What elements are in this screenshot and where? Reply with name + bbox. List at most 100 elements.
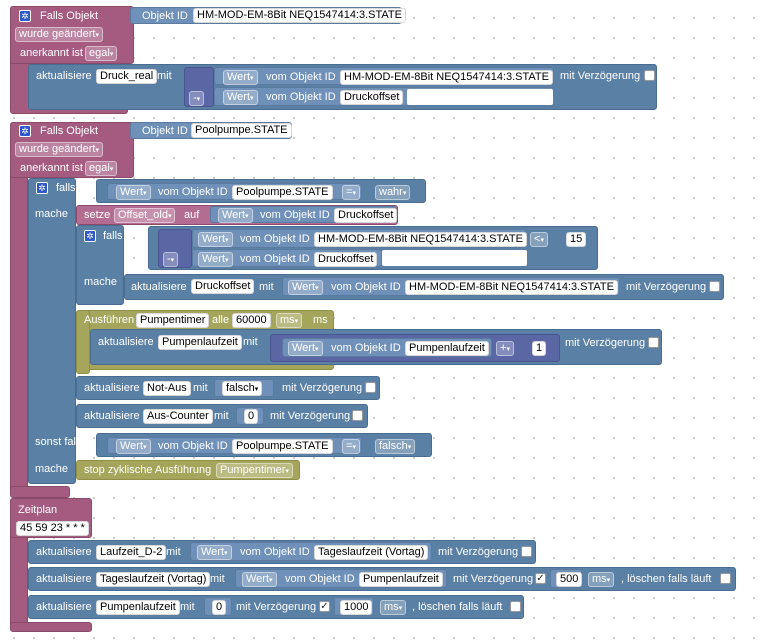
checkbox-icon[interactable]	[365, 382, 376, 393]
dropdown-label: =	[346, 440, 353, 452]
mit-verzoegerung-label: mit Verzögerung	[453, 573, 534, 585]
variable-not-aus[interactable]: Not-Aus	[143, 381, 191, 396]
aktualisiere-aus-counter-block[interactable]	[76, 404, 368, 428]
stop-interval-block[interactable]	[76, 460, 300, 480]
variable-druckoffset[interactable]: Druckoffset	[191, 279, 255, 294]
object-id-value[interactable]: Poolpumpe.STATE	[191, 123, 292, 138]
dropdown-label: Wert	[222, 209, 246, 221]
vom-objekt-id-label: vom Objekt ID	[158, 440, 228, 452]
wert-dropdown[interactable]: Wert▾	[218, 208, 253, 223]
object-id-value[interactable]: Druckoffset	[314, 252, 378, 267]
wert-dropdown[interactable]: Wert▾	[223, 70, 258, 85]
object-id-value[interactable]: Tageslaufzeit (Vortag)	[314, 545, 429, 560]
anerkannt-dropdown[interactable]: egal▾	[85, 161, 118, 176]
wert-dropdown[interactable]: Wert▾	[116, 439, 151, 454]
dropdown-label: egal	[89, 47, 110, 59]
object-id-value[interactable]: Pumpenlaufzeit	[405, 341, 489, 356]
wahr-dropdown[interactable]: wahr▾	[375, 185, 411, 200]
dropdown-arrow-icon: ▾	[196, 96, 201, 103]
unit-ms-dropdown[interactable]: ms▾	[588, 572, 615, 587]
checkbox-icon[interactable]	[352, 410, 363, 421]
dropdown-arrow-icon: ▾	[285, 468, 289, 475]
delay-1000-field[interactable]: 1000	[340, 600, 373, 615]
wurde-geaendert-dropdown[interactable]: wurde geändert▾	[15, 27, 103, 42]
operator-minus-dropdown[interactable]: -▾	[163, 252, 179, 267]
checkbox-icon[interactable]	[510, 601, 521, 612]
interval-field[interactable]: 60000	[232, 313, 271, 328]
unit-ms-dropdown[interactable]: ms▾	[276, 313, 303, 328]
mit-label: mit	[166, 546, 181, 558]
operator-eq-dropdown[interactable]: =▾	[342, 185, 360, 200]
if-block-inner[interactable]	[76, 225, 124, 305]
object-id-value[interactable]: Poolpumpe.STATE	[232, 185, 333, 200]
wert-dropdown[interactable]: Wert▾	[198, 252, 233, 267]
timer-name-field[interactable]: Pumpentimer	[136, 313, 210, 328]
empty-slot[interactable]	[407, 89, 553, 105]
delay-500-field[interactable]: 500	[556, 572, 583, 587]
checkbox-icon[interactable]	[521, 546, 532, 557]
anerkannt-dropdown[interactable]: egal▾	[85, 46, 118, 61]
unit-ms-dropdown[interactable]: ms▾	[380, 600, 407, 615]
timer-select-dropdown[interactable]: Pumpentimer▾	[216, 463, 293, 478]
settings-gear-icon[interactable]: ✲	[36, 182, 48, 194]
dropdown-arrow-icon: ▾	[315, 346, 319, 353]
variable-pumpenlaufzeit[interactable]: Pumpenlaufzeit	[96, 600, 180, 615]
variable-druck-real[interactable]: Druck_real	[96, 69, 158, 84]
object-id-value[interactable]: Druckoffset	[334, 208, 398, 223]
object-id-value[interactable]: HM-MOD-EM-8Bit NEQ1547414:3.STATE	[193, 8, 406, 23]
operator-plus-dropdown[interactable]: +▾	[496, 341, 514, 356]
mache-label: mache	[35, 208, 69, 220]
objekt-id-label: Objekt ID	[142, 125, 188, 137]
operator-minus-dropdown[interactable]: -▾	[189, 91, 205, 106]
object-id-value[interactable]: Druckoffset	[340, 90, 404, 105]
empty-slot[interactable]	[382, 250, 527, 266]
falls-objekt-label: Falls Objekt	[40, 125, 99, 137]
checkbox-icon[interactable]	[644, 70, 655, 81]
dropdown-arrow-icon: ▾	[352, 190, 356, 197]
math-minus-block-inner[interactable]	[158, 229, 192, 268]
dropdown-arrow-icon: ▾	[315, 285, 319, 292]
if-else-block-outer[interactable]	[28, 178, 76, 484]
settings-gear-icon[interactable]: ✲	[84, 230, 96, 242]
dropdown-arrow-icon: ▾	[225, 257, 229, 264]
operator-lt-dropdown[interactable]: <▾	[530, 232, 548, 247]
checkbox-checked-icon[interactable]: ✓	[535, 573, 546, 584]
variable-offset-old-dropdown[interactable]: Offset_old▾	[114, 208, 176, 223]
wert-dropdown[interactable]: Wert▾	[197, 545, 232, 560]
settings-gear-icon[interactable]: ✲	[19, 125, 31, 137]
falsch-dropdown[interactable]: falsch▾	[375, 439, 416, 454]
checkbox-icon[interactable]	[720, 573, 731, 584]
variable-aus-counter[interactable]: Aus-Counter	[143, 409, 213, 424]
cron-field[interactable]: 45 59 23 * * *	[16, 521, 89, 536]
number-0-field[interactable]: 0	[212, 600, 227, 615]
anerkannt-ist-label: anerkannt ist	[20, 47, 83, 59]
falsch-value[interactable]: falsch▾	[222, 381, 263, 396]
checkbox-icon[interactable]	[709, 281, 720, 292]
math-minus-block[interactable]	[184, 67, 214, 107]
number-1-field[interactable]: 1	[532, 341, 547, 356]
checkbox-icon[interactable]	[648, 337, 659, 348]
variable-pumpenlaufzeit[interactable]: Pumpenlaufzeit	[158, 335, 242, 350]
object-id-value[interactable]: Poolpumpe.STATE	[232, 439, 333, 454]
checkbox-checked-icon[interactable]: ✓	[319, 601, 330, 612]
object-id-value[interactable]: Pumpenlaufzeit	[359, 572, 443, 587]
object-id-value[interactable]: HM-MOD-EM-8Bit NEQ1547414:3.STATE	[340, 70, 553, 85]
wurde-geaendert-dropdown[interactable]: wurde geändert▾	[15, 142, 103, 157]
number-0-field[interactable]: 0	[244, 409, 259, 424]
object-id-value[interactable]: HM-MOD-EM-8Bit NEQ1547414:3.STATE	[314, 232, 527, 247]
vom-objekt-id-label: vom Objekt ID	[240, 546, 310, 558]
variable-laufzeit-d2[interactable]: Laufzeit_D-2	[96, 545, 167, 560]
wert-dropdown[interactable]: Wert▾	[223, 90, 258, 105]
wert-dropdown[interactable]: Wert▾	[116, 185, 151, 200]
number-15-field[interactable]: 15	[566, 232, 587, 247]
wert-dropdown[interactable]: Wert▾	[288, 341, 323, 356]
dropdown-label: Wert	[292, 281, 316, 293]
object-id-value[interactable]: HM-MOD-EM-8Bit NEQ1547414:3.STATE	[405, 280, 618, 295]
wert-dropdown[interactable]: Wert▾	[198, 232, 233, 247]
wert-dropdown[interactable]: Wert▾	[242, 572, 277, 587]
variable-tageslaufzeit[interactable]: Tageslaufzeit (Vortag)	[96, 572, 211, 587]
wert-dropdown[interactable]: Wert▾	[288, 280, 323, 295]
falls-label: falls	[56, 182, 76, 194]
operator-eq-dropdown[interactable]: =▾	[342, 439, 360, 454]
settings-gear-icon[interactable]: ✲	[19, 10, 31, 22]
